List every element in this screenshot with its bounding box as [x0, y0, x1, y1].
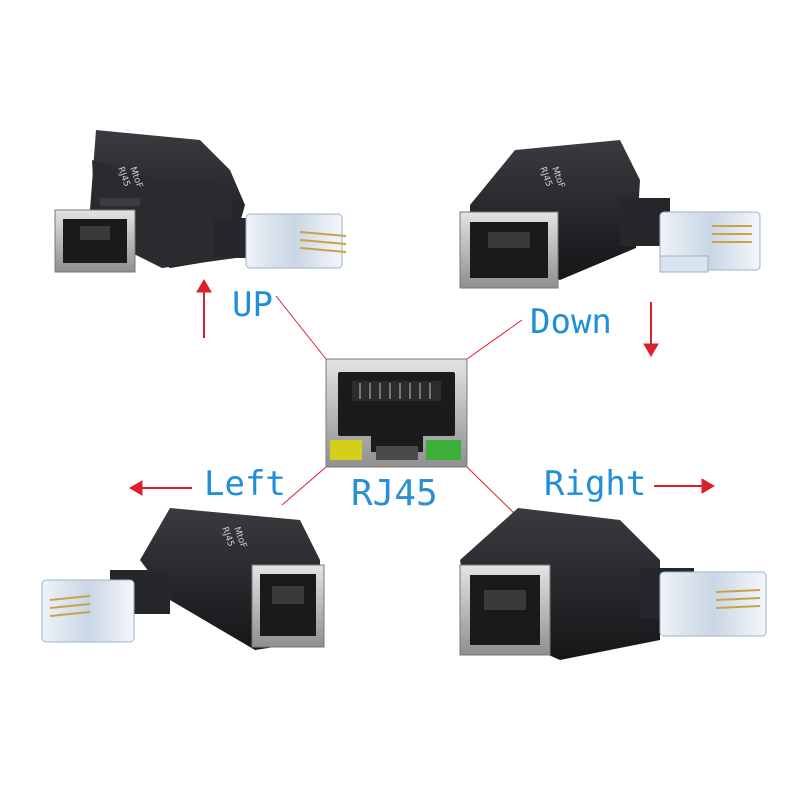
arrow-left-icon [129, 480, 192, 496]
led-yellow [330, 440, 362, 460]
connector-line-up [275, 295, 327, 360]
label-left: Left [204, 464, 286, 504]
rj45-jack-center [325, 358, 468, 468]
adapter-right [459, 508, 767, 660]
arrow-down-icon [643, 302, 659, 357]
connector-line-down [466, 319, 523, 360]
led-green [426, 440, 461, 460]
label-down: Down [530, 302, 612, 342]
label-rj45: RJ45 [351, 473, 438, 514]
adapter-left: RJ45 MtoF [41, 508, 325, 650]
label-right: Right [544, 464, 647, 504]
connector-line-right [466, 466, 517, 516]
adapter-up: RJ45 MtoF [54, 130, 347, 273]
connector-line-left [281, 466, 327, 506]
label-up: UP [232, 285, 273, 325]
adapter-down: RJ45 MtoF [459, 140, 761, 289]
arrow-right-icon [654, 478, 715, 494]
arrow-up-icon [196, 279, 212, 338]
